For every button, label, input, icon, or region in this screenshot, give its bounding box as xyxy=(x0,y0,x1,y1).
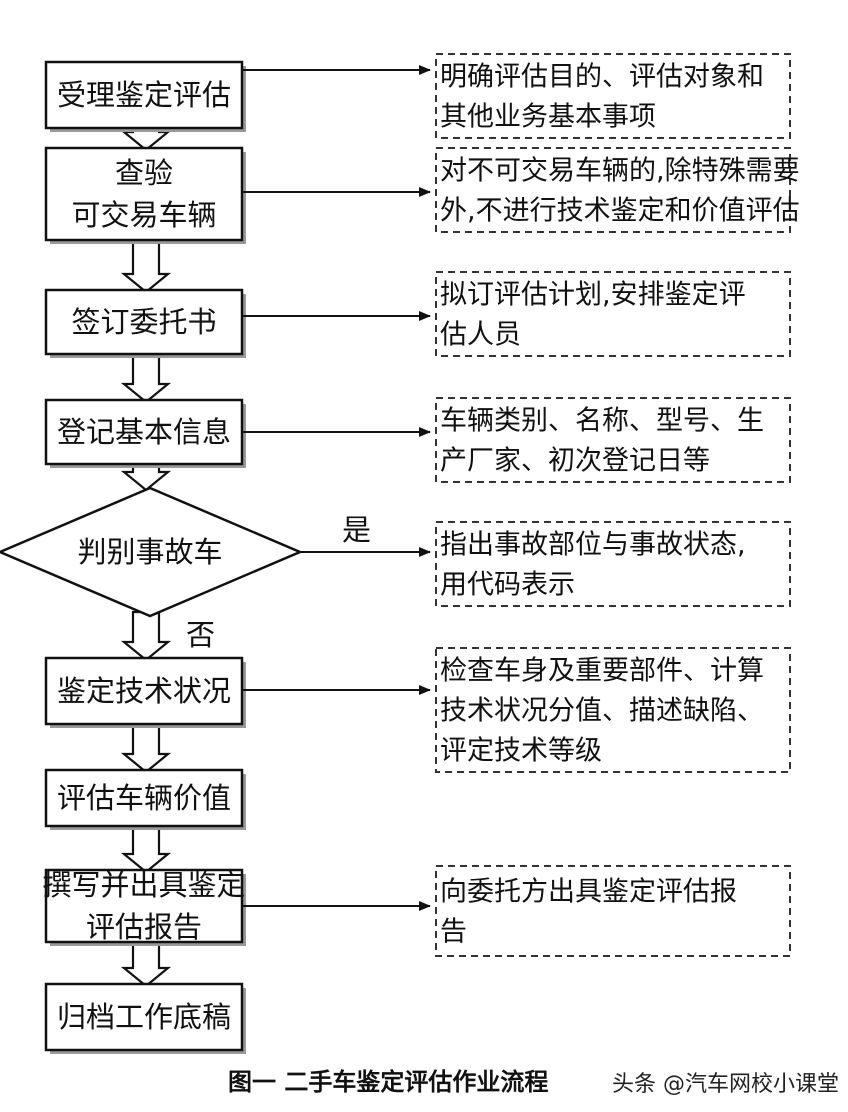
step-box xyxy=(44,146,244,242)
note-box xyxy=(435,53,791,139)
note-label: 检查车身及重要部件、计算 xyxy=(440,656,764,687)
step-label: 受理鉴定评估 xyxy=(57,78,231,112)
note-label: 用代码表示 xyxy=(440,570,575,601)
note-label: 明确评估目的、评估对象和 xyxy=(440,62,764,93)
note-label: 拟订评估计划,安排鉴定评 xyxy=(440,280,746,311)
step-register: 登记基本信息 xyxy=(44,398,246,468)
step-sign: 签订委托书 xyxy=(44,288,246,358)
step-label: 签订委托书 xyxy=(71,305,216,339)
step-label: 判别事故车 xyxy=(77,535,222,569)
step-box xyxy=(44,398,244,466)
note-box xyxy=(435,521,791,607)
watermark: 头条 @汽车网校小课堂 xyxy=(612,1072,839,1097)
note-box xyxy=(435,147,791,233)
flow-arrow xyxy=(120,234,172,294)
note-box xyxy=(435,647,791,773)
branch-yes-label: 是 xyxy=(342,513,371,547)
step-accept: 受理鉴定评估 xyxy=(44,60,246,132)
step-value: 评估车辆价值 xyxy=(44,768,246,830)
note-box xyxy=(435,865,791,957)
note-label: 指出事故部位与事故状态, xyxy=(440,530,746,561)
note-judge: 指出事故部位与事故状态, 用代码表示 xyxy=(435,521,791,607)
step-label: 查验 xyxy=(115,156,173,190)
note-label: 其他业务基本事项 xyxy=(440,102,656,133)
step-box xyxy=(44,768,244,828)
note-label: 对不可交易车辆的,除特殊需要 xyxy=(440,156,800,187)
note-label: 产厂家、初次登记日等 xyxy=(440,446,710,477)
step-label: 鉴定技术状况 xyxy=(57,674,231,708)
note-label: 估人员 xyxy=(440,320,521,351)
step-label: 登记基本信息 xyxy=(57,415,231,449)
step-box xyxy=(44,288,244,356)
note-box xyxy=(435,397,791,483)
step-box xyxy=(44,60,244,130)
step-label: 评估车辆价值 xyxy=(57,781,231,815)
note-label: 告 xyxy=(440,917,467,948)
flow-arrow xyxy=(120,610,172,662)
note-label: 评定技术等级 xyxy=(440,736,602,767)
step-label: 可交易车辆 xyxy=(71,198,216,232)
step-label: 评估报告 xyxy=(86,910,202,944)
figure-caption: 图一 二手车鉴定评估作业流程 xyxy=(228,1068,549,1096)
step-archive: 归档工作底稿 xyxy=(44,982,246,1054)
step-box xyxy=(44,656,244,726)
step-box xyxy=(44,868,244,944)
step-judge: 判别事故车 xyxy=(0,486,304,618)
note-label: 外,不进行技术鉴定和价值评估 xyxy=(440,196,800,227)
step-box xyxy=(44,982,244,1052)
note-label: 向委托方出具鉴定评估报 xyxy=(440,877,737,908)
step-tech: 鉴定技术状况 xyxy=(44,656,246,728)
decision-diamond xyxy=(0,486,304,618)
step-label: 撰写并出具鉴定 xyxy=(42,868,245,902)
note-label: 车辆类别、名称、型号、生 xyxy=(440,406,764,437)
note-label: 技术状况分值、描述缺陷、 xyxy=(440,696,764,727)
branch-no-label: 否 xyxy=(186,618,215,652)
note-box xyxy=(435,271,791,357)
step-label: 归档工作底稿 xyxy=(57,1000,231,1034)
